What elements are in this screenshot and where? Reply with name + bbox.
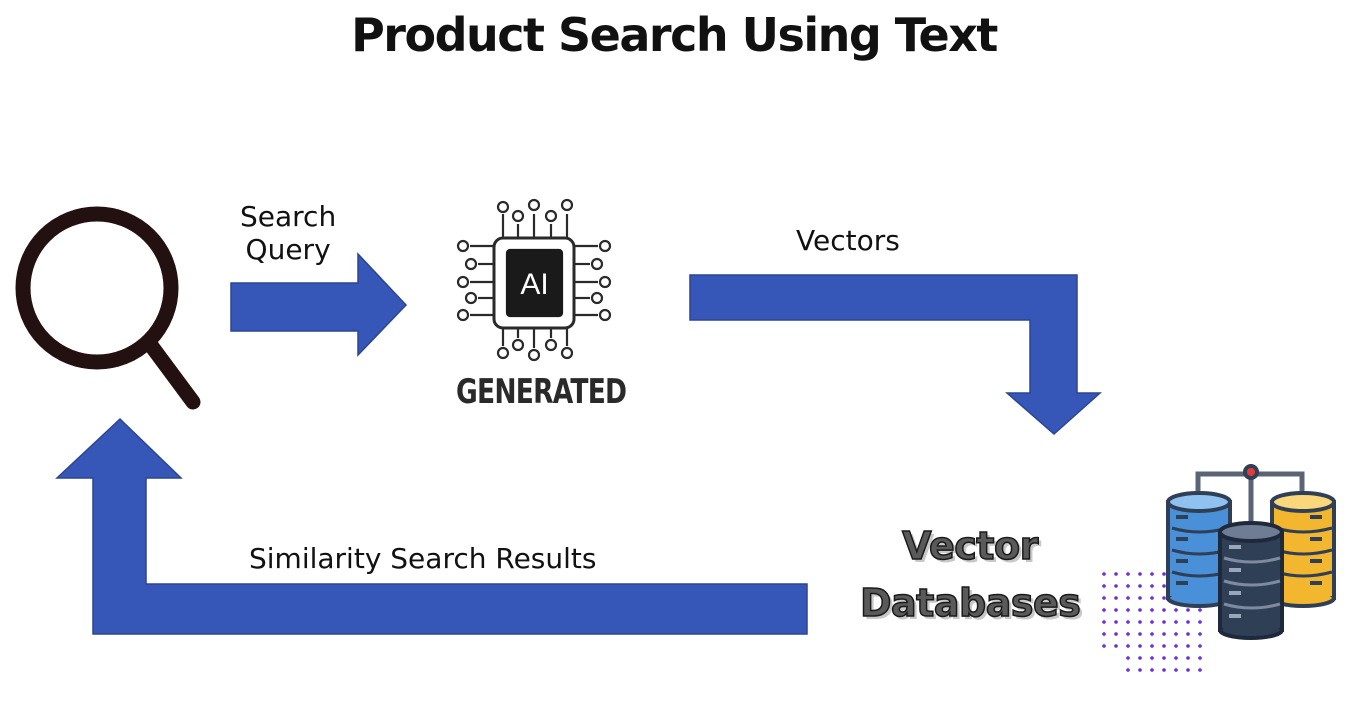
dot bbox=[1126, 608, 1130, 612]
dot bbox=[1138, 596, 1142, 600]
dot bbox=[1174, 608, 1178, 612]
dot bbox=[1162, 608, 1166, 612]
dot bbox=[1150, 596, 1154, 600]
search-query-label: Search Query bbox=[240, 200, 337, 267]
dot bbox=[1126, 596, 1130, 600]
dot bbox=[1150, 668, 1154, 672]
dot bbox=[1150, 632, 1154, 636]
dot bbox=[1198, 608, 1202, 612]
dot bbox=[1126, 656, 1130, 660]
search-icon bbox=[15, 206, 201, 410]
dot bbox=[1114, 596, 1118, 600]
dot bbox=[1126, 632, 1130, 636]
dot bbox=[1150, 656, 1154, 660]
dot bbox=[1126, 572, 1130, 576]
vectors-label: Vectors bbox=[796, 224, 900, 257]
dot bbox=[1162, 656, 1166, 660]
dot bbox=[1186, 620, 1190, 624]
dot bbox=[1186, 608, 1190, 612]
dot bbox=[1150, 608, 1154, 612]
dot bbox=[1138, 572, 1142, 576]
dot bbox=[1162, 620, 1166, 624]
dot bbox=[1102, 584, 1106, 588]
similarity-results-label: Similarity Search Results bbox=[249, 542, 597, 575]
dot bbox=[1198, 632, 1202, 636]
dot bbox=[1114, 644, 1118, 648]
dot bbox=[1186, 632, 1190, 636]
dot bbox=[1174, 668, 1178, 672]
dot bbox=[1174, 644, 1178, 648]
diagram-title: Product Search Using Text bbox=[351, 8, 998, 62]
dot bbox=[1186, 656, 1190, 660]
dot bbox=[1114, 632, 1118, 636]
dot bbox=[1162, 632, 1166, 636]
dot bbox=[1150, 584, 1154, 588]
ai-generated-caption: GENERATED bbox=[456, 372, 627, 412]
dot bbox=[1138, 608, 1142, 612]
dot bbox=[1114, 620, 1118, 624]
ai-chip-text: AI bbox=[520, 268, 548, 301]
database-icon bbox=[1166, 464, 1336, 640]
dot bbox=[1198, 656, 1202, 660]
dot bbox=[1102, 596, 1106, 600]
dot bbox=[1150, 620, 1154, 624]
dot bbox=[1102, 644, 1106, 648]
dot bbox=[1126, 668, 1130, 672]
dot bbox=[1102, 632, 1106, 636]
dot bbox=[1186, 644, 1190, 648]
dot bbox=[1174, 632, 1178, 636]
dot bbox=[1138, 584, 1142, 588]
dot bbox=[1162, 584, 1166, 588]
dot bbox=[1114, 572, 1118, 576]
dot bbox=[1198, 644, 1202, 648]
dot bbox=[1186, 668, 1190, 672]
dot bbox=[1162, 596, 1166, 600]
dot bbox=[1102, 572, 1106, 576]
dot bbox=[1138, 656, 1142, 660]
dot bbox=[1150, 644, 1154, 648]
dot bbox=[1102, 608, 1106, 612]
dot bbox=[1174, 620, 1178, 624]
dot bbox=[1126, 620, 1130, 624]
dot bbox=[1174, 656, 1178, 660]
arrow-search-to-ai bbox=[230, 252, 408, 357]
dot bbox=[1162, 572, 1166, 576]
dot bbox=[1138, 620, 1142, 624]
dot bbox=[1114, 608, 1118, 612]
dot bbox=[1102, 620, 1106, 624]
dot bbox=[1198, 620, 1202, 624]
dot bbox=[1138, 632, 1142, 636]
arrow-results-to-search bbox=[55, 417, 808, 635]
dot bbox=[1126, 644, 1130, 648]
dot bbox=[1198, 668, 1202, 672]
ai-chip-icon: AI bbox=[456, 198, 612, 362]
arrow-ai-to-database bbox=[689, 274, 1102, 435]
dot bbox=[1150, 572, 1154, 576]
dot bbox=[1138, 668, 1142, 672]
dot bbox=[1162, 668, 1166, 672]
vector-databases-label: Vector Databases bbox=[859, 523, 1081, 626]
dot bbox=[1126, 584, 1130, 588]
dot bbox=[1138, 644, 1142, 648]
dot bbox=[1162, 644, 1166, 648]
dot bbox=[1114, 584, 1118, 588]
